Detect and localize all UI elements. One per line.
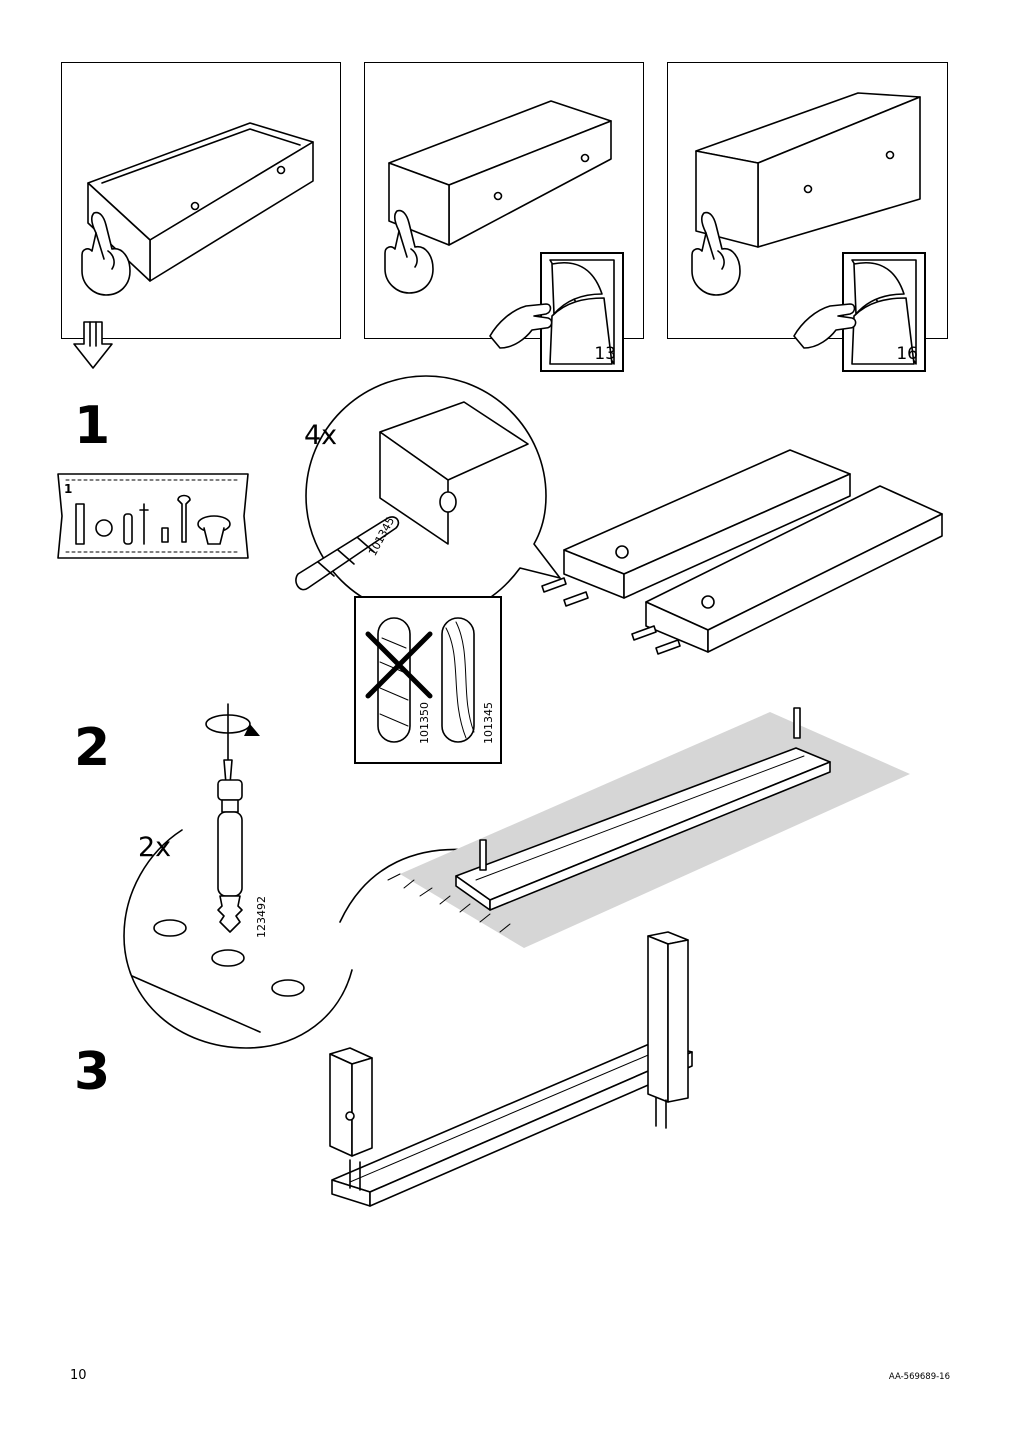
page-turn-icon bbox=[851, 259, 917, 365]
hand-icon bbox=[793, 303, 857, 349]
hand-icon bbox=[81, 211, 131, 296]
dowel-comparison: 101350 101345 bbox=[354, 596, 502, 764]
hand-icon bbox=[489, 303, 553, 349]
hand-icon bbox=[384, 209, 434, 294]
step-number: 2 bbox=[74, 718, 111, 778]
rotate-icon bbox=[205, 714, 260, 736]
quantity-label: 2x bbox=[138, 832, 172, 863]
step-number: 1 bbox=[74, 396, 111, 456]
page-ref-number: 16 bbox=[896, 344, 918, 364]
page-ref-number: 13 bbox=[594, 344, 616, 364]
bolt-illustration bbox=[217, 779, 243, 933]
page-number: 10 bbox=[70, 1368, 87, 1383]
zoom-detail-bolt bbox=[123, 829, 471, 1049]
rug-with-board bbox=[387, 707, 910, 948]
cross-icon bbox=[365, 631, 433, 699]
hand-icon bbox=[691, 211, 741, 296]
booklet-ref-16: 16 bbox=[842, 252, 926, 372]
bag-label: 1 bbox=[64, 482, 73, 496]
document-reference: AA-569689-16 bbox=[888, 1372, 950, 1382]
panel-drawer-front-16 bbox=[667, 62, 948, 339]
drawer-illustration bbox=[87, 122, 314, 282]
side-boards bbox=[541, 449, 943, 655]
panel-drawer-open bbox=[61, 62, 341, 339]
base-assembly bbox=[329, 931, 693, 1207]
page-turn-icon bbox=[549, 259, 615, 365]
step-number: 3 bbox=[74, 1042, 111, 1102]
arrow-down-icon bbox=[73, 321, 113, 369]
drawer-illustration bbox=[388, 100, 612, 246]
quantity-label: 4x bbox=[304, 420, 338, 451]
drawer-illustration bbox=[695, 92, 921, 248]
panel-drawer-front-13 bbox=[364, 62, 644, 339]
booklet-ref-13: 13 bbox=[540, 252, 624, 372]
hardware-bag: 1 bbox=[54, 470, 252, 562]
